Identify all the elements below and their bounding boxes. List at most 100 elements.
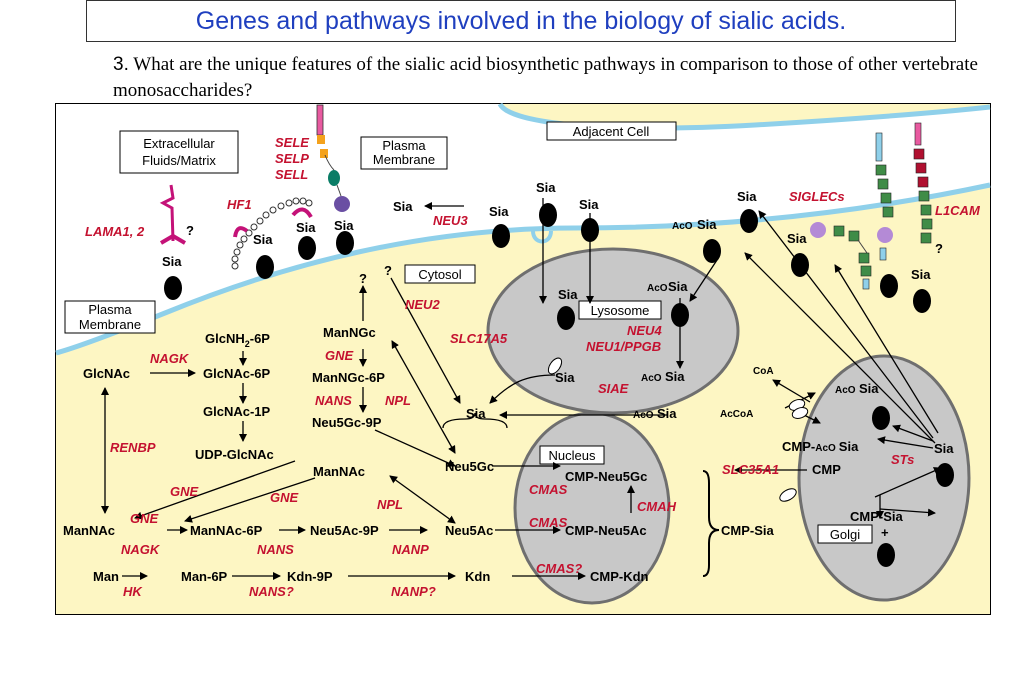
- glycan-residue-icon: [298, 236, 316, 260]
- glycan-residue-icon: [936, 463, 954, 487]
- adjacent-cell-label-box: [546, 121, 677, 141]
- glcnac-label: GlcNAc: [83, 366, 130, 381]
- coa-label: CoA: [753, 366, 774, 377]
- gene-npl-2: NPL: [377, 497, 403, 512]
- bidirectional-arrows: [101, 340, 456, 524]
- gene-nanp: NANP: [392, 542, 429, 557]
- udp-glcnac-label: UDP-GlcNAc: [195, 447, 274, 462]
- laminin-protein-icon: [159, 184, 187, 245]
- extracellular-label-line2: Fluids/Matrix: [142, 153, 216, 168]
- gene-gne-3: GNE: [270, 490, 299, 505]
- sialic-acid-pathway-diagram: Extracellular Fluids/Matrix Plasma Membr…: [55, 103, 991, 615]
- glycan-residues: [164, 203, 954, 567]
- kdn-9p-label: Kdn-9P: [287, 569, 333, 584]
- unknown-mark-cytosol2: ?: [384, 263, 392, 278]
- gene-nans-1: NANS: [315, 393, 352, 408]
- gene-sele: SELE: [275, 135, 309, 150]
- slc17a5-transporter-icon: [547, 357, 563, 375]
- gene-slc17a5: SLC17A5: [450, 331, 508, 346]
- aco-sia-label-cytosol-aco: AcO: [633, 410, 654, 421]
- gene-hf1: HF1: [227, 197, 252, 212]
- glycan-residue-icon: [256, 255, 274, 279]
- membrane-vesicle-pit: [531, 230, 553, 244]
- question-body: What are the unique features of the sial…: [113, 54, 978, 101]
- gene-neu4: NEU4: [627, 323, 662, 338]
- cytosol-sia-bracket: [442, 412, 508, 429]
- man-label: Man: [93, 569, 119, 584]
- aco-sia-label-membrane-aco: AcO: [672, 221, 693, 232]
- glcnac-1p-label: GlcNAc-1P: [203, 404, 271, 419]
- glycan-residue-icon: [740, 209, 758, 233]
- extracellular-label-box: [119, 130, 239, 174]
- sia-label-membrane4: Sia: [737, 189, 757, 204]
- siglec-protein-icon-2: [875, 132, 894, 261]
- plasma-membrane-label-box-left: [64, 300, 156, 334]
- gene-neu2: NEU2: [405, 297, 440, 312]
- accoa-label: AcCoA: [720, 409, 753, 420]
- gene-siglecs: SIGLECs: [789, 189, 845, 204]
- mannac-6p-label: ManNAc-6P: [190, 523, 263, 538]
- gene-nanp-q: NANP?: [391, 584, 436, 599]
- glycan-residue-icon: [872, 406, 890, 430]
- slc17a5-transport-arrow: [489, 374, 556, 404]
- gene-nagk: NAGK: [150, 351, 190, 366]
- gene-nans-q: NANS?: [249, 584, 294, 599]
- question-text: 3. What are the unique features of the s…: [113, 52, 1013, 104]
- cmp-sia-golgi-label: CMP-Sia: [850, 509, 904, 524]
- question-number: 3.: [113, 54, 129, 75]
- cmp-kdn-label: CMP-Kdn: [590, 569, 649, 584]
- gene-gne-2: GNE: [170, 484, 199, 499]
- gene-siae: SIAE: [598, 381, 629, 396]
- aco-sia-label-cytosol-sia: Sia: [657, 406, 677, 421]
- plasma-membrane-label-top-line1: Plasma: [382, 138, 426, 153]
- cmp-neu5gc-label: CMP-Neu5Gc: [565, 469, 647, 484]
- aco-sia-label-lysosome2-sia: Sia: [665, 369, 685, 384]
- kdn-label: Kdn: [465, 569, 490, 584]
- gene-slc35a1: SLC35A1: [722, 462, 779, 477]
- sia-label-hf1: Sia: [253, 232, 273, 247]
- golgi-label-box: [817, 524, 873, 544]
- cytosol-label-box: [404, 264, 476, 284]
- sia-label-l1cam: Sia: [911, 267, 931, 282]
- aco-sia-label-membrane-sia: Sia: [697, 217, 717, 232]
- sia-label-lama: Sia: [162, 254, 182, 269]
- plus-sign: +: [881, 525, 889, 540]
- gene-npl-1: NPL: [385, 393, 411, 408]
- selectin-protein-icon: [316, 104, 350, 212]
- aco-sia-label-golgi-aco: AcO: [835, 385, 856, 396]
- sia-label-lysosome2: Sia: [555, 370, 575, 385]
- unknown-mark-l1cam: ?: [935, 241, 943, 256]
- acetyl-transporter-icon-2: [791, 407, 809, 419]
- glycan-residue-icon: [492, 224, 510, 248]
- gene-lama: LAMA1, 2: [85, 224, 145, 239]
- sia-label-hf1b: Sia: [296, 220, 316, 235]
- plasma-membrane-label-box-top: [360, 136, 448, 170]
- lysosome-label: Lysosome: [591, 303, 650, 318]
- sia-label-golgi: Sia: [934, 441, 954, 456]
- gene-nagk-2: NAGK: [121, 542, 161, 557]
- glcnac-6p-label: GlcNAc-6P: [203, 366, 271, 381]
- sia-label-siglec: Sia: [787, 231, 807, 246]
- slc35a1-transporter-icon: [779, 488, 797, 502]
- siglec-protein-icon: [810, 222, 872, 290]
- gene-cmas-q: CMAS?: [536, 561, 582, 576]
- nucleus-label-box: [539, 445, 605, 465]
- gene-gne-4: GNE: [130, 511, 159, 526]
- slide-title: Genes and pathways involved in the biolo…: [86, 0, 956, 42]
- hf1-protein-icon: [231, 197, 313, 270]
- hf1-binding-site-icon: [233, 226, 249, 238]
- glycan-residue-icon: [539, 203, 557, 227]
- gene-selp: SELP: [275, 151, 309, 166]
- neu5ac-label: Neu5Ac: [445, 523, 493, 538]
- lysosome-label-box: [578, 300, 662, 320]
- gene-hk: HK: [123, 584, 143, 599]
- cytosol-label: Cytosol: [418, 267, 461, 282]
- gene-neu1: NEU1/PPGB: [586, 339, 661, 354]
- hf1-binding-site-icon-2: [291, 207, 313, 219]
- unknown-mark-lama: ?: [186, 223, 194, 238]
- glycan-residue-icon: [557, 306, 575, 330]
- gene-cmas-1: CMAS: [529, 482, 568, 497]
- glycan-residue-icon: [336, 231, 354, 255]
- glcnh2-6p-label: GlcNH2-6P: [205, 331, 270, 349]
